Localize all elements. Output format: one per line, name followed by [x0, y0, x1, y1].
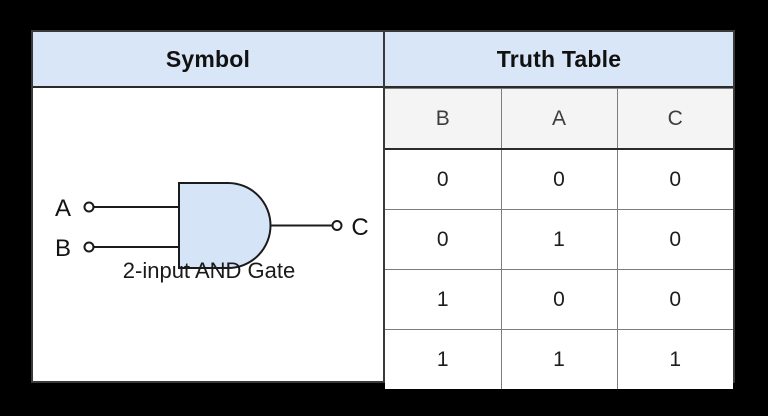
- cell-b: 1: [385, 269, 502, 330]
- column-header-a: A: [500, 88, 618, 150]
- symbol-pane: Symbol A B C: [33, 32, 385, 381]
- table-row: 1 1 1: [385, 329, 733, 389]
- cell-c: 0: [616, 148, 733, 210]
- column-header-b: B: [385, 88, 502, 150]
- gate-caption: 2-input AND Gate: [122, 258, 296, 283]
- truth-table-header: Truth Table: [385, 32, 733, 88]
- truth-table-column-headers: B A C: [385, 88, 733, 150]
- cell-a: 1: [500, 329, 618, 389]
- symbol-body: A B C 2-input AND Gate: [33, 88, 383, 381]
- cell-a: 1: [500, 209, 618, 270]
- input-a-label: A: [55, 195, 71, 222]
- cell-c: 0: [616, 209, 733, 270]
- table-row: 0 0 0: [385, 148, 733, 210]
- cell-b: 1: [385, 329, 502, 389]
- logic-gate-card: Symbol A B C: [31, 30, 735, 389]
- table-row: 0 1 0: [385, 209, 733, 270]
- cell-a: 0: [500, 148, 618, 210]
- truth-table: B A C 0 0 0 0 1 0: [385, 88, 733, 389]
- column-header-c: C: [616, 88, 733, 150]
- cell-a: 0: [500, 269, 618, 330]
- input-b-label: B: [55, 235, 71, 262]
- and-gate-body: [178, 182, 272, 269]
- input-a-terminal: [83, 201, 95, 213]
- output-c-terminal: [331, 220, 343, 231]
- cell-b: 0: [385, 209, 502, 270]
- truth-table-pane: Truth Table B A C 0 0 0: [385, 32, 733, 389]
- table-row: 1 0 0: [385, 269, 733, 330]
- input-b-terminal: [83, 241, 95, 253]
- cell-c: 1: [616, 329, 733, 389]
- symbol-header: Symbol: [33, 32, 383, 88]
- cell-c: 0: [616, 269, 733, 330]
- cell-b: 0: [385, 148, 502, 210]
- output-c-label: C: [351, 214, 368, 241]
- and-gate-diagram: A B C: [55, 182, 369, 269]
